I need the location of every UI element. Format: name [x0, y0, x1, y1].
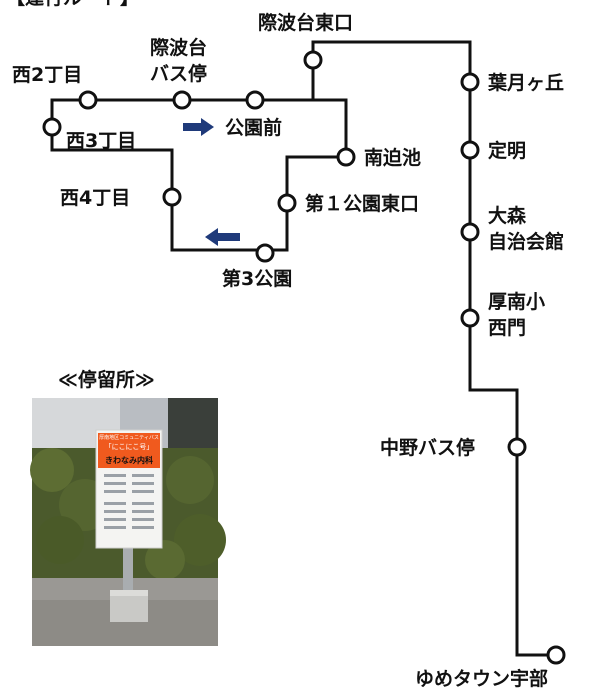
stop-marker-omori — [460, 222, 480, 242]
route-line-main — [311, 40, 556, 657]
stop-label-sadaaki: 定明 — [488, 139, 526, 162]
stop-marker-minami-sako — [336, 147, 356, 167]
sign-top-text: 厚南地区コミュニティバス — [99, 434, 159, 441]
sign-stop-text: きわなみ内科 — [105, 455, 153, 465]
stop-marker-nakano — [507, 437, 527, 457]
stop-marker-kiwanami-higashiguchi — [303, 50, 323, 70]
stop-label-kiwanami-bus-1: 際波台 — [150, 36, 207, 59]
stop-marker-sadaaki — [460, 140, 480, 160]
stop-label-atsunami-1: 厚南小 — [488, 291, 545, 313]
stop-label-omori-1: 大森 — [488, 204, 527, 227]
stop-label-hazuki-gaoka: 葉月ヶ丘 — [487, 72, 564, 94]
stop-marker-nishi4 — [162, 187, 182, 207]
stop-marker-nishi2 — [78, 90, 98, 110]
map-header: 【運行ルート】 — [6, 0, 139, 9]
stop-marker-dai1-koen — [277, 193, 297, 213]
stop-marker-dai3-koen — [255, 243, 275, 263]
stop-marker-atsunami — [460, 308, 480, 328]
stop-label-omori-2: 自治会館 — [488, 230, 564, 253]
direction-arrow-right — [183, 118, 214, 136]
stop-label-nishi3: 西3丁目 — [66, 130, 136, 152]
direction-arrow-left — [205, 228, 240, 246]
stop-marker-hazuki-gaoka — [460, 72, 480, 92]
stop-label-atsunami-2: 西門 — [488, 317, 526, 339]
stop-label-nakano: 中野バス停 — [380, 436, 475, 459]
sign-name-text: 「にこにこ号」 — [105, 443, 154, 451]
route-line-loop — [50, 60, 348, 252]
stop-label-kiwanami-bus-2: バス停 — [150, 62, 207, 85]
stop-label-nishi4: 西4丁目 — [60, 187, 130, 209]
stop-marker-yume-town — [546, 645, 566, 665]
photo-caption: ≪停留所≫ — [58, 368, 155, 391]
stop-marker-koen-mae — [245, 90, 265, 110]
stop-label-kiwanami-higashiguchi: 際波台東口 — [258, 11, 353, 34]
stop-label-koen-mae: 公園前 — [225, 116, 282, 139]
stop-label-nishi2: 西2丁目 — [12, 64, 82, 86]
stop-label-yume-town: ゆめタウン宇部 — [415, 667, 548, 690]
stop-label-minami-sako: 南迫池 — [364, 146, 421, 169]
bus-stop-photo: 厚南地区コミュニティバス 「にこにこ号」 きわなみ内科 — [30, 398, 226, 646]
stop-marker-kiwanami-bus — [172, 90, 192, 110]
stop-label-dai1-koen: 第１公園東口 — [305, 192, 419, 215]
stop-marker-nishi3 — [42, 117, 62, 137]
stop-label-dai3-koen: 第3公園 — [222, 267, 292, 290]
